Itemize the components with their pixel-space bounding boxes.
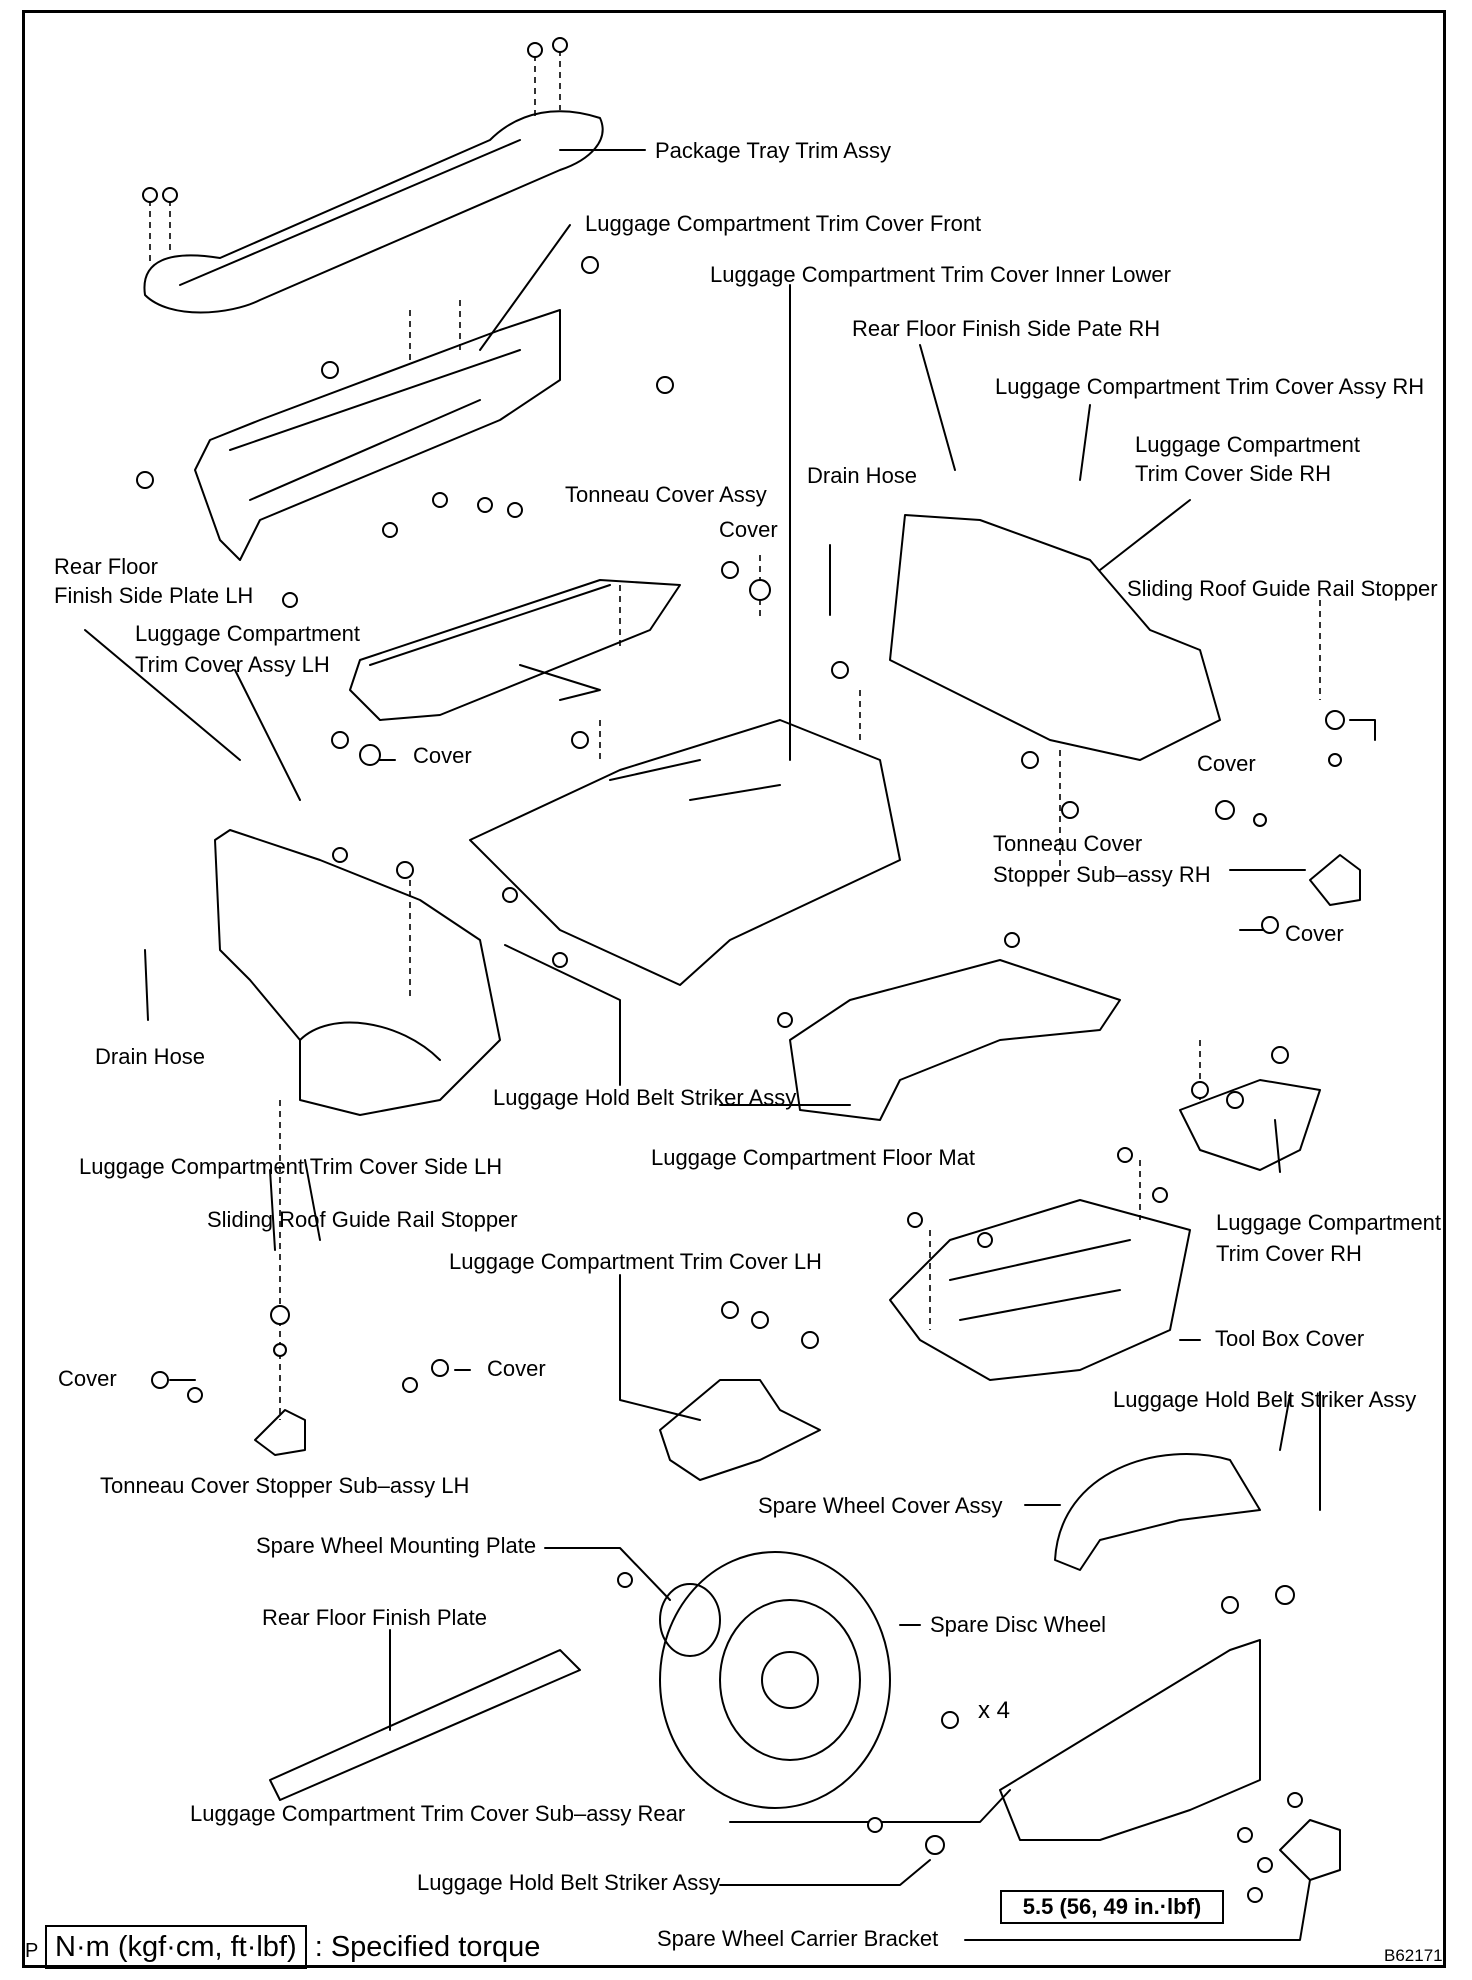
- rear-floor-finish-plate-part: [269, 1649, 581, 1801]
- diagram-frame: [22, 10, 1446, 1968]
- label-cover-rh-upper: Cover: [1197, 751, 1256, 776]
- tool-box-cover-part: [889, 1199, 1191, 1381]
- quantity-mark: x 4: [978, 1697, 1011, 1724]
- label-rear-floor-finish-side-pate-rh: Rear Floor Finish Side Pate RH: [852, 316, 1161, 341]
- label-cover-rh-lower: Cover: [1285, 921, 1344, 946]
- label-drain-hose-lh: Drain Hose: [95, 1044, 206, 1069]
- spare-disc-wheel-part: [659, 1551, 891, 1809]
- tonneau-stopper-rh-part: [1309, 854, 1361, 906]
- label-belt-striker-bottom: Luggage Hold Belt Striker Assy: [417, 1870, 721, 1895]
- label-tonneau-cover-assy: Tonneau Cover Assy: [565, 482, 767, 507]
- trim-cover-sub-assy-rear-part: [999, 1639, 1261, 1841]
- label-trim-cover-rh-2: Trim Cover RH: [1216, 1241, 1362, 1266]
- label-floor-mat: Luggage Compartment Floor Mat: [651, 1145, 976, 1170]
- label-drain-hose-rh: Drain Hose: [807, 463, 918, 488]
- label-belt-striker-mid: Luggage Hold Belt Striker Assy: [493, 1085, 797, 1110]
- trim-cover-rh-part: [1179, 1079, 1321, 1171]
- label-rear-floor-finish-plate: Rear Floor Finish Plate: [262, 1605, 487, 1630]
- label-cover-top: Cover: [719, 517, 778, 542]
- label-rear-floor-side-lh-1: Rear Floor: [54, 554, 158, 579]
- legend-text: : Specified torque: [314, 1931, 541, 1963]
- figure-code: B62171: [1384, 1946, 1443, 1965]
- label-sliding-roof-stopper-lh: Sliding Roof Guide Rail Stopper: [207, 1207, 518, 1232]
- spare-wheel-mounting-plate-part: [659, 1583, 721, 1657]
- label-trim-cover-assy-lh-1: Luggage Compartment: [135, 621, 361, 646]
- tonneau-stopper-lh-part: [254, 1409, 306, 1456]
- label-trim-cover-side-lh: Luggage Compartment Trim Cover Side LH: [79, 1154, 503, 1179]
- drain-hose-lh-part: [144, 949, 149, 1021]
- torque-value-box: 5.5 (56, 49 in.·lbf): [1000, 1890, 1224, 1924]
- label-spare-wheel-mounting-plate: Spare Wheel Mounting Plate: [256, 1533, 537, 1558]
- label-cover-tonneau-lh: Cover: [413, 743, 472, 768]
- label-trim-cover-sub-assy-rear: Luggage Compartment Trim Cover Sub–assy …: [190, 1801, 686, 1826]
- floor-mat-part: [789, 959, 1121, 1121]
- label-trim-cover-side-rh-1: Luggage Compartment: [1135, 432, 1361, 457]
- label-tonneau-stopper-rh-2: Stopper Sub–assy RH: [993, 862, 1211, 887]
- label-trim-cover-front: Luggage Compartment Trim Cover Front: [585, 211, 982, 236]
- legend-units-box: N·m (kgf·cm, ft·lbf): [45, 1925, 307, 1969]
- spare-wheel-cover-part: [1054, 1453, 1261, 1571]
- package-tray-trim-part: [143, 110, 604, 314]
- label-sliding-roof-stopper-rh: Sliding Roof Guide Rail Stopper: [1127, 576, 1438, 601]
- label-belt-striker-right: Luggage Hold Belt Striker Assy: [1113, 1387, 1417, 1412]
- torque-legend: N·m (kgf·cm, ft·lbf) : Specified torque: [45, 1925, 540, 1969]
- label-cover-lh-left: Cover: [58, 1366, 117, 1391]
- trim-cover-side-lh-part: [214, 829, 501, 1116]
- label-tonneau-stopper-rh-1: Tonneau Cover: [993, 831, 1143, 856]
- corner-mark: P: [25, 1940, 39, 1962]
- label-rear-floor-side-lh-2: Finish Side Plate LH: [54, 583, 254, 608]
- trim-cover-lh-part: [659, 1379, 821, 1481]
- label-trim-cover-assy-lh-2: Trim Cover Assy LH: [135, 652, 330, 677]
- label-spare-wheel-cover-assy: Spare Wheel Cover Assy: [758, 1493, 1003, 1518]
- label-spare-disc-wheel: Spare Disc Wheel: [930, 1612, 1107, 1637]
- label-spare-wheel-carrier-bracket: Spare Wheel Carrier Bracket: [657, 1926, 939, 1951]
- label-trim-cover-lh: Luggage Compartment Trim Cover LH: [449, 1249, 822, 1274]
- label-trim-cover-side-rh-2: Trim Cover Side RH: [1135, 461, 1331, 486]
- label-tool-box-cover: Tool Box Cover: [1215, 1326, 1365, 1351]
- tonneau-cover-assy-part: [349, 579, 681, 721]
- label-trim-cover-inner-lower: Luggage Compartment Trim Cover Inner Low…: [710, 262, 1171, 287]
- trim-cover-side-rh-part: [889, 514, 1221, 761]
- label-cover-lh-right: Cover: [487, 1356, 546, 1381]
- label-package-tray-trim-assy: Package Tray Trim Assy: [655, 138, 891, 163]
- label-trim-cover-assy-rh: Luggage Compartment Trim Cover Assy RH: [995, 374, 1425, 399]
- label-trim-cover-rh-1: Luggage Compartment: [1216, 1210, 1442, 1235]
- trim-cover-inner-lower-part: [469, 719, 901, 986]
- spare-wheel-carrier-bracket-part: [1279, 1819, 1341, 1881]
- label-tonneau-stopper-lh: Tonneau Cover Stopper Sub–assy LH: [100, 1473, 470, 1498]
- trim-cover-front-part: [194, 309, 561, 561]
